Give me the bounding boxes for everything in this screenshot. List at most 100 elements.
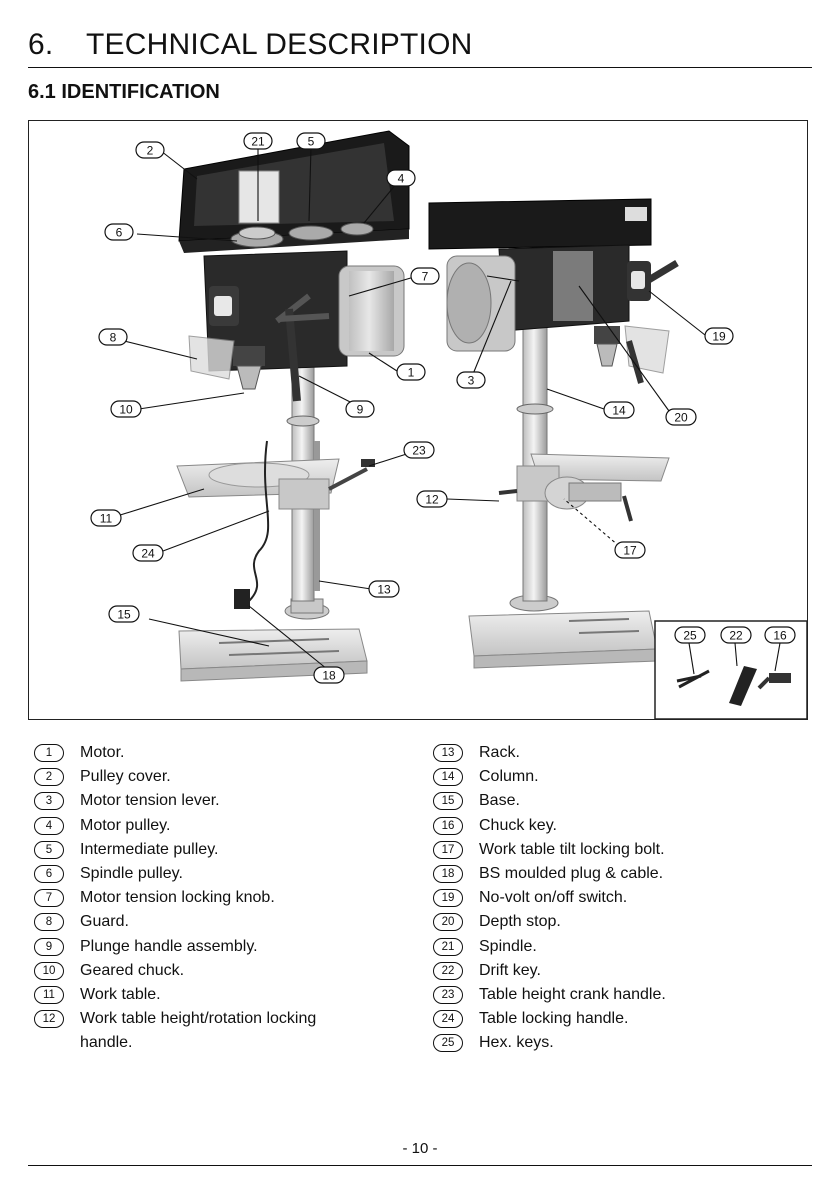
legend-item: 11 Work table.	[34, 983, 340, 1007]
drift-key-icon	[729, 666, 757, 706]
footer-rule	[28, 1165, 812, 1166]
legend-item-label: BS moulded plug & cable.	[479, 865, 664, 883]
legend-item-label: Plunge handle assembly.	[80, 937, 258, 955]
drill-press-figure: 2 21 5 4 6 7 8 1 3 19 10 9 14 20 23 12 1…	[28, 120, 808, 720]
legend-item-label: Motor pulley.	[80, 816, 171, 834]
right-drill-press	[428, 198, 679, 669]
legend-item-label: Spindle pulley.	[80, 865, 183, 883]
legend-item: 6 Spindle pulley.	[34, 862, 340, 886]
legend-item: 7 Motor tension locking knob.	[34, 886, 340, 910]
svg-text:23: 23	[412, 444, 426, 458]
callout-21: 21	[243, 132, 273, 150]
svg-text:18: 18	[322, 669, 336, 683]
legend-item: 21 Spindle.	[433, 935, 666, 959]
svg-text:15: 15	[117, 608, 131, 622]
callout-10: 10	[110, 400, 142, 418]
leader-lines	[116, 146, 781, 675]
svg-text:14: 14	[612, 404, 626, 418]
legend-item-number: 18	[433, 865, 463, 884]
legend-item-label: Motor tension locking knob.	[80, 889, 275, 907]
legend-item-number: 4	[34, 816, 64, 835]
header-rule	[28, 67, 812, 68]
legend-item-label: Work table height/rotation locking handl…	[80, 1010, 317, 1052]
legend-item-number: 1	[34, 744, 64, 762]
svg-text:2: 2	[147, 144, 154, 158]
svg-text:11: 11	[100, 512, 113, 526]
legend-item-label: Work table.	[80, 986, 161, 1004]
drill-press-illustration: 2 21 5 4 6 7 8 1 3 19 10 9 14 20 23 12 1…	[90, 130, 807, 719]
callout-4: 4	[386, 169, 416, 187]
callout-8: 8	[98, 328, 128, 346]
callout-15: 15	[108, 605, 140, 623]
legend-item-number: 6	[34, 865, 64, 884]
svg-text:21: 21	[251, 135, 265, 149]
svg-text:25: 25	[683, 629, 697, 643]
legend-item-label: Motor.	[80, 744, 125, 761]
svg-text:10: 10	[119, 403, 133, 417]
svg-text:24: 24	[141, 547, 155, 561]
legend-item-label: No-volt on/off switch.	[479, 889, 628, 907]
callout-2: 2	[135, 141, 165, 159]
legend-item: 25 Hex. keys.	[433, 1031, 666, 1055]
callout-20: 20	[665, 408, 697, 426]
legend-item-number: 16	[433, 816, 463, 835]
svg-text:7: 7	[422, 270, 429, 284]
legend-item-number: 2	[34, 768, 64, 787]
legend-item-number: 22	[433, 961, 463, 980]
subsection-heading: 6.1 IDENTIFICATION	[28, 81, 220, 103]
callout-7: 7	[410, 267, 440, 285]
legend-item-label: Drift key.	[479, 961, 541, 979]
svg-text:1: 1	[408, 366, 415, 380]
callout-19: 19	[704, 327, 734, 345]
legend-item-number: 25	[433, 1034, 463, 1053]
hex-keys-icon	[676, 669, 710, 689]
legend-item-label: Hex. keys.	[479, 1034, 554, 1052]
page-number: - 10 -	[402, 1140, 438, 1157]
svg-text:20: 20	[674, 411, 688, 425]
legend-item-number: 14	[433, 768, 463, 787]
svg-text:8: 8	[110, 331, 117, 345]
legend-item-number: 7	[34, 889, 64, 908]
callout-1: 1	[396, 363, 426, 381]
legend-item-number: 23	[433, 986, 463, 1005]
legend-item-label: Base.	[479, 792, 520, 810]
svg-text:16: 16	[773, 629, 787, 643]
legend-item-label: Intermediate pulley.	[80, 840, 219, 858]
callout-16: 16	[764, 626, 796, 644]
callout-11: 11	[90, 509, 122, 527]
legend-item-number: 19	[433, 889, 463, 908]
legend-item-number: 11	[34, 986, 64, 1005]
legend-item-label: Pulley cover.	[80, 768, 171, 786]
legend-item-number: 5	[34, 840, 64, 859]
callout-22: 22	[720, 626, 752, 644]
svg-text:5: 5	[308, 135, 315, 149]
legend-item: 19 No-volt on/off switch.	[433, 886, 666, 910]
legend-item-number: 13	[433, 744, 463, 762]
legend-item-label: Spindle.	[479, 937, 537, 955]
legend-item: 2 Pulley cover.	[34, 765, 340, 789]
callout-17: 17	[614, 541, 646, 559]
section-heading: 6.TECHNICAL DESCRIPTION	[28, 28, 472, 62]
svg-text:9: 9	[357, 403, 364, 417]
legend-item-number: 8	[34, 913, 64, 932]
svg-text:22: 22	[729, 629, 743, 643]
callout-6: 6	[104, 223, 134, 241]
legend-item-number: 20	[433, 913, 463, 932]
legend-item: 5 Intermediate pulley.	[34, 838, 340, 862]
callout-25: 25	[674, 626, 706, 644]
callout-12: 12	[416, 490, 448, 508]
legend-item-number: 21	[433, 937, 463, 956]
callout-23: 23	[403, 441, 435, 459]
legend-item-label: Geared chuck.	[80, 961, 185, 979]
legend-item: 4 Motor pulley.	[34, 814, 340, 838]
svg-text:19: 19	[712, 330, 726, 344]
